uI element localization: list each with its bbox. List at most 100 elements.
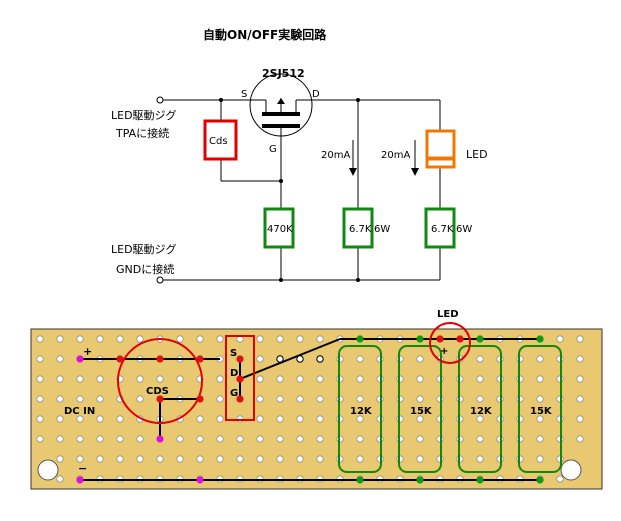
board-hole [36, 395, 44, 403]
board-resistor-3-label: 12K [470, 406, 493, 417]
board-hole [296, 415, 304, 423]
board-hole [176, 335, 184, 343]
board-hole [256, 415, 264, 423]
board-hole [136, 435, 144, 443]
board-minus-label: − [78, 462, 87, 475]
board-hole [256, 375, 264, 383]
board-pad [196, 395, 204, 403]
led-label: LED [466, 148, 488, 161]
mosfet-symbol [249, 73, 313, 137]
breadboard [30, 328, 603, 490]
board-hole [36, 375, 44, 383]
board-hole [316, 375, 324, 383]
board-pad [456, 335, 464, 343]
board-hole [256, 355, 264, 363]
board-hole [536, 375, 544, 383]
board-pads [76, 335, 544, 484]
board-hole [116, 435, 124, 443]
junction-dots [219, 98, 360, 282]
board-hole [576, 415, 584, 423]
board-hole [76, 395, 84, 403]
board-pin-g: G [230, 388, 238, 399]
board-hole [96, 455, 104, 463]
board-hole [276, 375, 284, 383]
board-hole [116, 455, 124, 463]
board-hole [196, 415, 204, 423]
board-hole [296, 335, 304, 343]
cds-component [203, 119, 238, 161]
board-resistor-1 [338, 345, 382, 473]
board-hole [256, 435, 264, 443]
board-hole [196, 335, 204, 343]
board-hole [56, 375, 64, 383]
terminal-tpa [156, 96, 164, 104]
board-hole [216, 395, 224, 403]
board-hole [156, 455, 164, 463]
board-hole [96, 395, 104, 403]
board-pad [156, 435, 164, 443]
board-hole [136, 455, 144, 463]
board-hole [276, 415, 284, 423]
mount-hole-right [560, 459, 582, 481]
board-hole [196, 435, 204, 443]
mosfet-label: 2SJ512 [262, 67, 305, 80]
page-title: 自動ON/OFF実験回路 [203, 27, 327, 42]
resistor-470k [263, 207, 295, 249]
board-hole [536, 355, 544, 363]
board-hole [416, 435, 424, 443]
board-resistor-2-label: 15K [410, 406, 433, 417]
board-hole [416, 355, 424, 363]
board-hole [476, 355, 484, 363]
board-hole [136, 375, 144, 383]
board-pad [236, 395, 244, 403]
board-hole [536, 415, 544, 423]
board-hole [576, 355, 584, 363]
board-pad [476, 335, 484, 343]
board-hole [296, 435, 304, 443]
board-hole [96, 375, 104, 383]
board-hole [256, 395, 264, 403]
resistor-mid [342, 207, 374, 249]
board-hole [356, 415, 364, 423]
board-hole [316, 455, 324, 463]
current-right-label: 20mA [381, 150, 410, 161]
board-hole [236, 435, 244, 443]
board-hole [76, 435, 84, 443]
board-hole [56, 355, 64, 363]
board-hole [76, 375, 84, 383]
board-hole [476, 415, 484, 423]
board-resistor-4 [518, 345, 562, 473]
board-fet-outline [225, 335, 255, 421]
board-resistor-1-label: 12K [350, 406, 373, 417]
board-resistor-3 [458, 345, 502, 473]
board-hole [276, 395, 284, 403]
board-pad [436, 335, 444, 343]
board-pad [536, 476, 544, 484]
board-hole [116, 335, 124, 343]
board-hole [76, 415, 84, 423]
board-led-plus: + [440, 346, 448, 357]
board-hole [36, 415, 44, 423]
board-hole [576, 395, 584, 403]
board-pad [316, 355, 324, 363]
board-hole [216, 455, 224, 463]
board-hole [36, 355, 44, 363]
board-pad [236, 355, 244, 363]
board-hole [316, 415, 324, 423]
board-hole [216, 335, 224, 343]
current-arrow-right-icon [411, 168, 419, 176]
board-hole [96, 435, 104, 443]
board-hole [216, 435, 224, 443]
board-hole [76, 455, 84, 463]
board-hole [476, 435, 484, 443]
board-pad [536, 335, 544, 343]
resistor-right-watt: 6W [456, 224, 472, 235]
board-hole [276, 435, 284, 443]
resistor-right [424, 207, 456, 249]
board-resistor-4-label: 15K [530, 406, 553, 417]
board-hole [556, 335, 564, 343]
board-plus-label: + [83, 345, 92, 358]
board-hole [476, 375, 484, 383]
board-pad [116, 355, 124, 363]
